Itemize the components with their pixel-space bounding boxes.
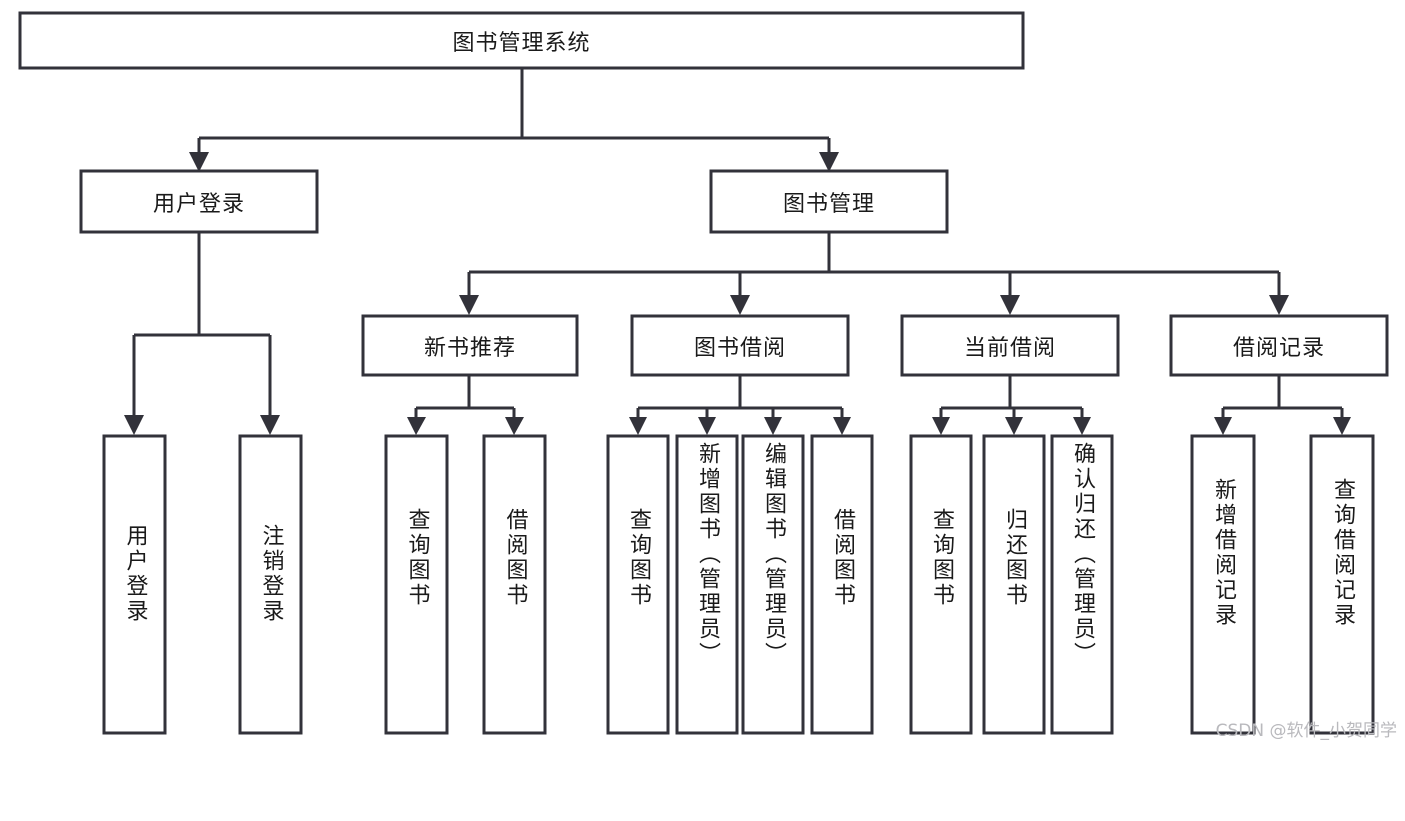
node-box-root[interactable] — [18, 11, 1025, 70]
node-box-book-borrow[interactable] — [630, 314, 850, 377]
connector-group-book-management-to-level3 — [459, 232, 1289, 315]
node-box-leaf-borrow-book-2[interactable] — [810, 434, 874, 735]
connector-group-current-borrow-to-leaves — [932, 375, 1091, 435]
arrowhead-leaf-query-record — [1333, 417, 1351, 435]
arrowhead-leaf-borrow-book-1 — [505, 417, 524, 435]
connector-group-book-borrow-to-leaves — [629, 375, 851, 435]
node-box-leaf-return-book[interactable] — [982, 434, 1046, 735]
connector-group-root-to-level2 — [189, 68, 839, 172]
csdn-watermark: CSDN @软件_小贺同学 — [1215, 721, 1397, 741]
arrowhead-leaf-confirm-return — [1073, 417, 1091, 435]
node-box-leaf-query-book-1[interactable] — [384, 434, 449, 735]
arrowhead-leaf-logout — [260, 415, 280, 435]
arrowhead-user-login — [189, 152, 209, 172]
arrowhead-current-borrow — [1000, 295, 1020, 315]
arrowhead-leaf-query-book-1 — [407, 417, 426, 435]
node-box-leaf-user-login[interactable] — [102, 434, 167, 735]
diagram-svg — [18, 11, 1389, 735]
node-box-current-borrow[interactable] — [900, 314, 1120, 377]
arrowhead-leaf-query-book-3 — [932, 417, 950, 435]
arrowhead-new-book-recommend — [459, 295, 479, 315]
arrowhead-leaf-borrow-book-2 — [833, 417, 851, 435]
arrowhead-leaf-user-login — [124, 415, 144, 435]
arrowhead-book-management — [819, 152, 839, 172]
arrowhead-leaf-add-record — [1214, 417, 1232, 435]
node-box-leaf-logout[interactable] — [238, 434, 303, 735]
node-box-leaf-add-record[interactable] — [1190, 434, 1256, 735]
connector-group-new-book-recommend-to-leaves — [407, 375, 524, 435]
node-box-leaf-query-book-2[interactable] — [606, 434, 670, 735]
arrowhead-borrow-record — [1269, 295, 1289, 315]
node-box-leaf-confirm-return[interactable] — [1050, 434, 1114, 735]
node-box-leaf-borrow-book-1[interactable] — [482, 434, 547, 735]
connector-group-borrow-record-to-leaves — [1214, 375, 1351, 435]
node-box-leaf-query-book-3[interactable] — [909, 434, 973, 735]
node-box-leaf-query-record[interactable] — [1309, 434, 1375, 735]
node-box-new-book-recommend[interactable] — [361, 314, 579, 377]
node-box-user-login[interactable] — [79, 169, 319, 234]
arrowhead-leaf-add-book — [698, 417, 716, 435]
node-box-leaf-add-book[interactable] — [675, 434, 739, 735]
node-box-borrow-record[interactable] — [1169, 314, 1389, 377]
arrowhead-book-borrow — [730, 295, 750, 315]
node-box-book-management[interactable] — [709, 169, 949, 234]
arrowhead-leaf-edit-book — [764, 417, 782, 435]
arrowhead-leaf-return-book — [1005, 417, 1023, 435]
connector-group-user-login-to-leaves — [124, 232, 280, 435]
arrowhead-leaf-query-book-2 — [629, 417, 647, 435]
node-box-leaf-edit-book[interactable] — [741, 434, 805, 735]
diagram-canvas: 图书管理系统 用户登录 图书管理 新书推荐 图书借阅 当前借阅 借阅记录 用户登… — [18, 11, 1397, 741]
